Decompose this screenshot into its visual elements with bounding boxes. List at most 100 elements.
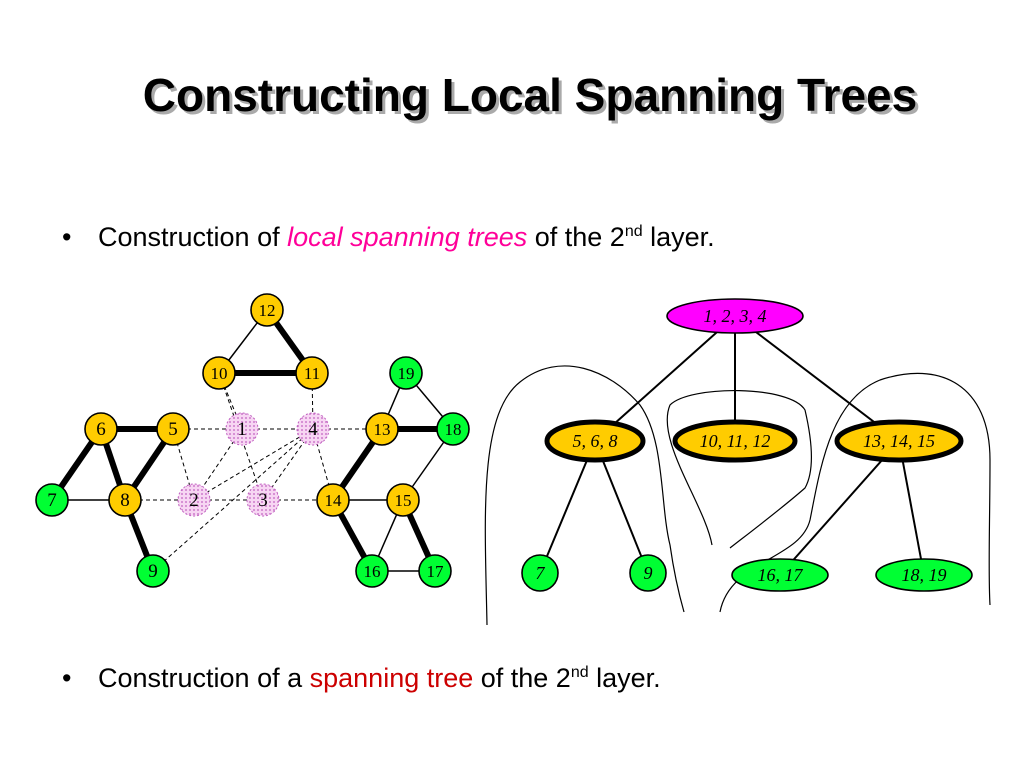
graph-node-4: 4: [296, 412, 330, 446]
tree-node-label: 10, 11, 12: [700, 431, 771, 451]
graph-node-7: 7: [35, 483, 69, 517]
bullet-highlight: spanning tree: [309, 663, 474, 693]
tree-node-c: 13, 14, 15: [834, 419, 964, 463]
tree-edge-root-a: [594, 315, 736, 442]
bullet-local-spanning-trees: •Construction of local spanning trees of…: [62, 222, 715, 253]
tree-edge-a-a1: [539, 440, 596, 574]
graph-node-3: 3: [246, 483, 280, 517]
graph-node-10: 10: [202, 356, 236, 390]
graph-node-14: 14: [316, 483, 350, 517]
tree-node-ellipse: [875, 558, 973, 592]
tree-node-label: 18, 19: [902, 565, 947, 585]
graph-node-label: 6: [96, 419, 106, 440]
graph-node-8: 8: [108, 483, 142, 517]
graph-node-label: 7: [47, 490, 57, 511]
tree-node-root: 1, 2, 3, 4: [666, 298, 804, 334]
graph-node-circle: [156, 412, 190, 446]
graph-edge-5-2: [172, 428, 195, 501]
bullet-text-before: Construction of: [98, 222, 288, 252]
tree-node-ellipse: [629, 554, 667, 592]
slide-title: Constructing Local Spanning Trees: [142, 69, 918, 121]
tree-node-label: 13, 14, 15: [863, 431, 935, 451]
tree-node-ellipse: [521, 554, 559, 592]
graph-node-circle: [296, 412, 330, 446]
graph-edge-2-4: [193, 428, 314, 501]
graph-node-label: 11: [304, 364, 320, 383]
graph-node-label: 18: [445, 420, 462, 439]
graph-node-circle: [202, 356, 236, 390]
graph-node-12: 12: [250, 293, 284, 327]
tree-node-label: 7: [536, 563, 546, 583]
graph-edge-9-4: [152, 428, 314, 572]
tree-edge-root-c: [734, 315, 900, 442]
tree-node-label: 1, 2, 3, 4: [704, 306, 767, 326]
graph-node-label: 8: [120, 490, 130, 511]
tree-node-a2: 9: [629, 554, 667, 592]
graph-node-16: 16: [355, 554, 389, 588]
graph-node-label: 16: [364, 562, 381, 581]
tree-node-c1: 16, 17: [731, 558, 829, 592]
graph-node-circle: [436, 412, 470, 446]
bullet-marker: •: [62, 222, 72, 252]
graph-node-label: 9: [148, 561, 158, 582]
graph-node-label: 19: [398, 364, 415, 383]
cluster-boundary-middle: [666, 389, 812, 549]
tree-node-label: 16, 17: [758, 565, 804, 585]
tree-node-a1: 7: [521, 554, 559, 592]
graph-node-17: 17: [418, 554, 452, 588]
tree-node-ellipse: [666, 298, 804, 334]
tree-node-a: 5, 6, 8: [544, 419, 646, 463]
graph-node-label: 5: [168, 419, 178, 440]
graph-node-label: 2: [189, 490, 199, 511]
cluster-boundary-right: [719, 372, 991, 613]
tree-node-ellipse: [731, 558, 829, 592]
graph-node-label: 4: [308, 419, 318, 440]
graph-node-11: 11: [295, 356, 329, 390]
tree-node-ellipse: [672, 419, 798, 463]
graph-node-15: 15: [386, 483, 420, 517]
tree-node-b: 10, 11, 12: [672, 419, 798, 463]
graph-node-label: 14: [325, 491, 343, 510]
tree-node-c2: 18, 19: [875, 558, 973, 592]
graph-node-circle: [136, 554, 170, 588]
bullet-spanning-tree: •Construction of a spanning tree of the …: [62, 663, 661, 694]
tree-node-label: 5, 6, 8: [573, 431, 618, 451]
tree-node-ellipse: [834, 419, 964, 463]
graph-node-circle: [386, 483, 420, 517]
cluster-boundaries: [484, 365, 991, 626]
bullet-text-end: layer.: [588, 663, 661, 693]
bullet-text-end: layer.: [642, 222, 715, 252]
tree-node-label: 9: [644, 563, 653, 583]
graph-node-6: 6: [84, 412, 118, 446]
graph-node-2: 2: [177, 483, 211, 517]
graph-node-label: 12: [259, 301, 276, 320]
graph-node-circle: [418, 554, 452, 588]
bullet-marker: •: [62, 663, 72, 693]
graph-node-label: 15: [395, 491, 412, 510]
tree-node-ellipse: [544, 419, 646, 463]
graph-node-circle: [389, 356, 423, 390]
graph-node-circle: [108, 483, 142, 517]
graph-node-circle: [35, 483, 69, 517]
graph-node-5: 5: [156, 412, 190, 446]
graph-edge-10-3: [218, 372, 264, 501]
cluster-boundary-left: [484, 365, 685, 626]
tree-edge-c-c2: [898, 440, 925, 576]
bullet-superscript: nd: [570, 664, 589, 681]
graph-node-circle: [316, 483, 350, 517]
graph-node-1: 1: [225, 412, 259, 446]
graph-node-label: 10: [211, 364, 228, 383]
graph-node-circle: [250, 293, 284, 327]
bullet-text-after: of the 2: [473, 663, 571, 693]
graph-node-19: 19: [389, 356, 423, 390]
graph-node-label: 1: [237, 419, 247, 440]
graph-node-label: 17: [427, 562, 445, 581]
graph-node-circle: [84, 412, 118, 446]
graph-node-circle: [246, 483, 280, 517]
graph-node-circle: [355, 554, 389, 588]
graph-edge-4-14: [312, 428, 334, 501]
tree-edge-c-c1: [779, 440, 900, 576]
graph-node-circle: [365, 412, 399, 446]
bullet-superscript: nd: [624, 223, 643, 240]
graph-node-label: 13: [374, 420, 391, 439]
